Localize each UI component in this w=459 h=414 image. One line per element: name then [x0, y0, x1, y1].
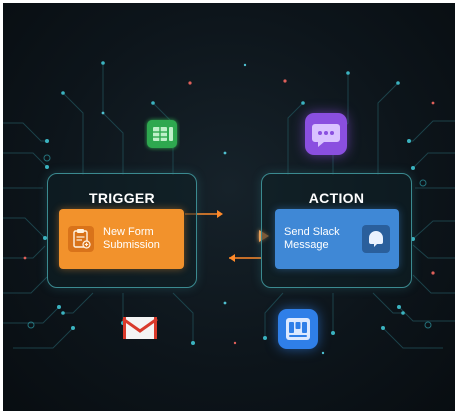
action-card-line1: Send Slack — [284, 226, 340, 238]
task-board-icon — [286, 318, 310, 340]
circuit-nodes — [43, 61, 415, 345]
task-board-app-tile[interactable] — [278, 309, 318, 349]
trigger-panel: TRIGGER New Form Submission — [47, 173, 197, 288]
chat-headset-icon — [362, 225, 390, 253]
circuit-traces — [3, 63, 455, 349]
trigger-card-line1: New Form — [103, 226, 154, 238]
action-panel: ACTION Send Slack Message — [261, 173, 412, 288]
trigger-title: TRIGGER — [89, 190, 155, 206]
clipboard-icon — [68, 226, 94, 252]
action-title: ACTION — [308, 190, 365, 206]
trigger-card[interactable]: New Form Submission — [59, 209, 184, 269]
trigger-card-line2: Submission — [103, 239, 160, 251]
workflow-diagram: TRIGGER New Form Submission ACTION Send — [3, 3, 455, 411]
trigger-card-label: New Form Submission — [103, 226, 160, 252]
action-card-label: Send Slack Message — [284, 226, 340, 252]
circuit-background — [3, 61, 455, 355]
mail-icon — [122, 317, 158, 339]
action-card-line2: Message — [284, 239, 329, 251]
chat-app-tile[interactable] — [305, 113, 347, 155]
chat-bubble-icon — [312, 124, 340, 147]
spreadsheet-app-tile[interactable] — [144, 116, 180, 152]
mail-app-tile[interactable] — [121, 313, 159, 343]
circuit-rings — [27, 154, 432, 329]
connector-arrows — [185, 210, 269, 262]
action-card[interactable]: Send Slack Message — [275, 209, 399, 269]
spreadsheet-icon — [147, 120, 177, 148]
sparkle-dots — [23, 63, 435, 355]
